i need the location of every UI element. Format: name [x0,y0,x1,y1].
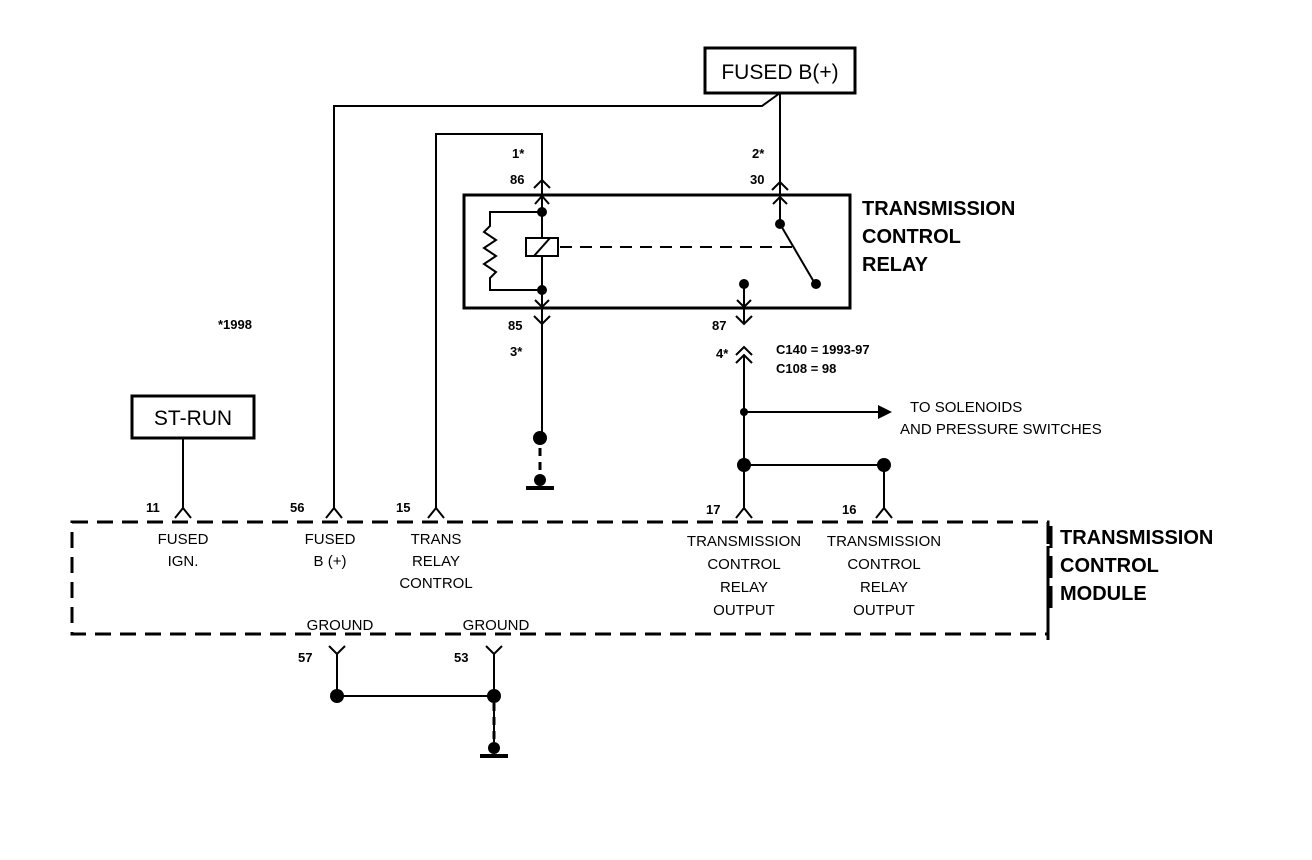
ground-pin-53-number: 53 [454,650,468,665]
ground-pin-57-number: 57 [298,650,312,665]
module-pin-11-number: 11 [146,500,160,515]
relay-pin-87-alt: 4* [716,346,729,361]
st-run-label: ST-RUN [154,407,232,430]
module-pin-17-label-3: RELAY [720,579,768,596]
module-pin-17-label-4: OUTPUT [713,602,775,619]
relay-title-line-1: TRANSMISSION [862,198,1015,220]
fused-b-plus-label: FUSED B(+) [721,61,838,84]
relay-control-wire [435,133,543,503]
module-title-line-2: CONTROL [1060,555,1159,577]
connector-note-line-1: C140 = 1993-97 [776,342,870,357]
relay-connectors [533,178,789,364]
relay-pin-87: 87 [712,318,726,333]
to-solenoids-line-1: TO SOLENOIDS [910,399,1022,416]
relay-internals [482,200,821,295]
relay-pin-30-alt: 2* [752,146,765,161]
module-title-line-1: TRANSMISSION [1060,527,1213,549]
module-pin-connectors [174,500,893,519]
relay-pin-86-alt: 1* [512,146,525,161]
ground-57-label: GROUND [307,617,374,634]
module-pin-56-label-1: FUSED [305,531,356,548]
relay-box [462,193,852,310]
module-pin-15-label-3: CONTROL [399,575,472,592]
module-pin-15-number: 15 [396,500,410,515]
relay-output-wires [737,355,892,500]
relay-pin-86: 86 [510,172,524,187]
module-pin-16-number: 16 [842,502,856,517]
footnote: *1998 [218,317,252,332]
module-pin-16-label-2: CONTROL [847,556,920,573]
module-pin-17-number: 17 [706,502,720,517]
fused-b-plus-box: FUSED B(+) [703,46,857,95]
relay-pin-85-alt: 3* [510,344,523,359]
ground-53-label: GROUND [463,617,530,634]
module-pin-16-label-4: OUTPUT [853,602,915,619]
module-pin-15-label-2: RELAY [412,553,460,570]
relay-pin-30: 30 [750,172,764,187]
to-solenoids-line-2: AND PRESSURE SWITCHES [900,421,1102,438]
relay-title-line-2: CONTROL [862,226,961,248]
module-pin-16-label-3: RELAY [860,579,908,596]
relay-ground [526,324,554,490]
connector-note-line-2: C108 = 98 [776,361,836,376]
module-pin-56-label-2: B (+) [314,553,347,570]
st-run-box: ST-RUN [130,394,256,506]
module-pin-11-label-2: IGN. [168,553,199,570]
module-ground-wiring [328,645,508,758]
module-pin-17-label-2: CONTROL [707,556,780,573]
relay-title-line-3: RELAY [862,254,929,276]
module-title-line-3: MODULE [1060,583,1147,605]
module-pin-16-label-1: TRANSMISSION [827,533,941,550]
module-pin-56-number: 56 [290,500,304,515]
relay-pin-85: 85 [508,318,522,333]
module-pin-15-label-1: TRANS [411,531,462,548]
fused-b-wires [333,92,781,503]
module-pin-11-label-1: FUSED [158,531,209,548]
module-pin-17-label-1: TRANSMISSION [687,533,801,550]
